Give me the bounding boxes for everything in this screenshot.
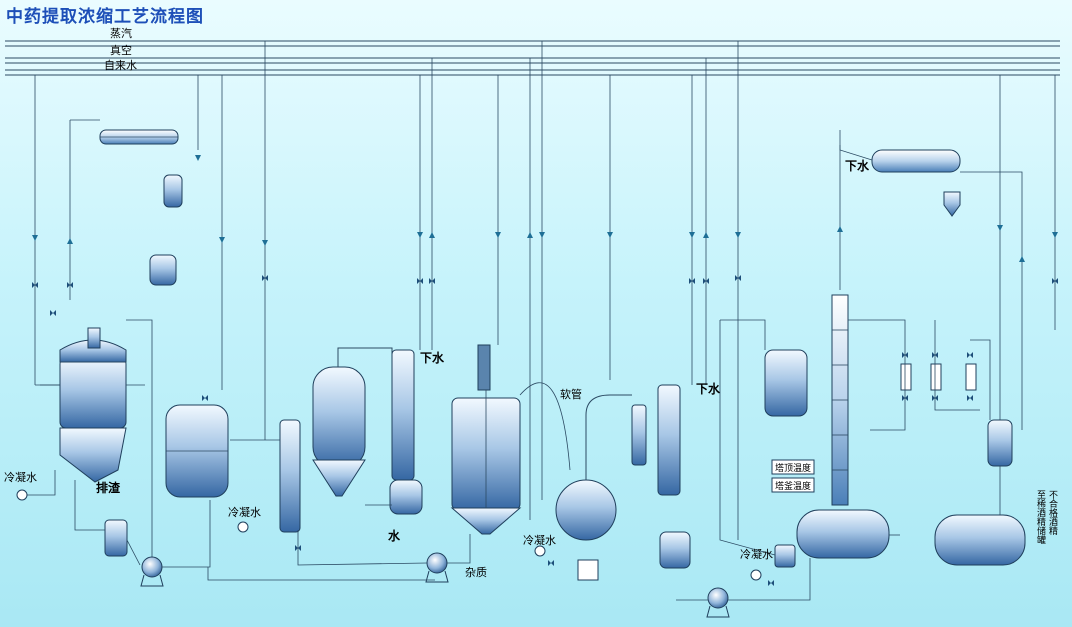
cooling-water-label-3: 冷凝水: [523, 533, 556, 547]
condenser-column-2: [657, 384, 681, 496]
flow-meters: [900, 363, 977, 391]
slag-receiver: [104, 519, 128, 557]
water-down-label-3: 下水: [845, 158, 870, 173]
alcohol-storage-tank: [934, 514, 1026, 566]
small-condenser-2: [631, 404, 647, 466]
pump-3: [706, 587, 730, 618]
valves: [32, 275, 1058, 586]
condenser-column-1: [391, 349, 415, 481]
tower-top-temp-label: 塔顶温度: [775, 462, 811, 474]
water-down-label-1: 下水: [420, 350, 445, 365]
precipitation-tank: [450, 344, 522, 535]
cooling-water-label-4: 冷凝水: [740, 547, 773, 561]
flow-arrows: [32, 155, 1058, 262]
separator-vessel: [312, 347, 393, 497]
water-down-label-2: 下水: [696, 381, 721, 396]
vacuum-line-label: 真空: [110, 43, 132, 57]
condenser-top-left: [99, 129, 179, 145]
reboiler-tank: [796, 509, 890, 559]
feed-tank-right: [764, 349, 808, 417]
cyclone-separator: [943, 191, 961, 217]
pump-2: [425, 552, 449, 583]
heater-column-1: [279, 419, 301, 533]
slag-label: 排渣: [96, 480, 121, 495]
hose-label: 软管: [560, 387, 582, 401]
tower-bottom-temp-label: 塔釜温度: [775, 480, 811, 492]
connecting-pipes-left: [20, 319, 571, 581]
oil-water-separator: [149, 254, 177, 286]
impurities-label: 杂质: [465, 566, 487, 579]
header-pipelines: 蒸汽 真空 自来水: [5, 26, 1060, 76]
small-receiver-1: [163, 174, 183, 208]
heat-exchanger-right: [774, 544, 796, 568]
side-note-label-2: 不合格酒精: [1047, 490, 1058, 536]
tap-water-line-label: 自来水: [104, 59, 137, 72]
steam-line-label: 蒸汽: [110, 26, 132, 40]
top-condenser-right: [871, 149, 961, 173]
extraction-tank: [40, 327, 145, 483]
side-note-label: 至稀酒精储罐: [1035, 490, 1046, 545]
diagram-title: 中药提取浓缩工艺流程图: [6, 7, 204, 27]
gauges: [16, 489, 762, 581]
connecting-pipes-right: [676, 145, 1023, 601]
cooling-water-label-1: 冷凝水: [4, 470, 37, 484]
distillation-column: [831, 294, 849, 506]
collector: [577, 559, 599, 581]
receiver-1: [389, 479, 423, 515]
receiver-2: [659, 531, 691, 569]
drop-lines: [34, 41, 1056, 540]
spherical-concentrator: [555, 394, 632, 541]
cooling-water-label-2: 冷凝水: [228, 505, 261, 519]
water-label: 水: [388, 528, 401, 543]
storage-tank-1: [165, 404, 229, 498]
reflux-receiver: [987, 419, 1013, 467]
pump-1: [140, 556, 164, 587]
